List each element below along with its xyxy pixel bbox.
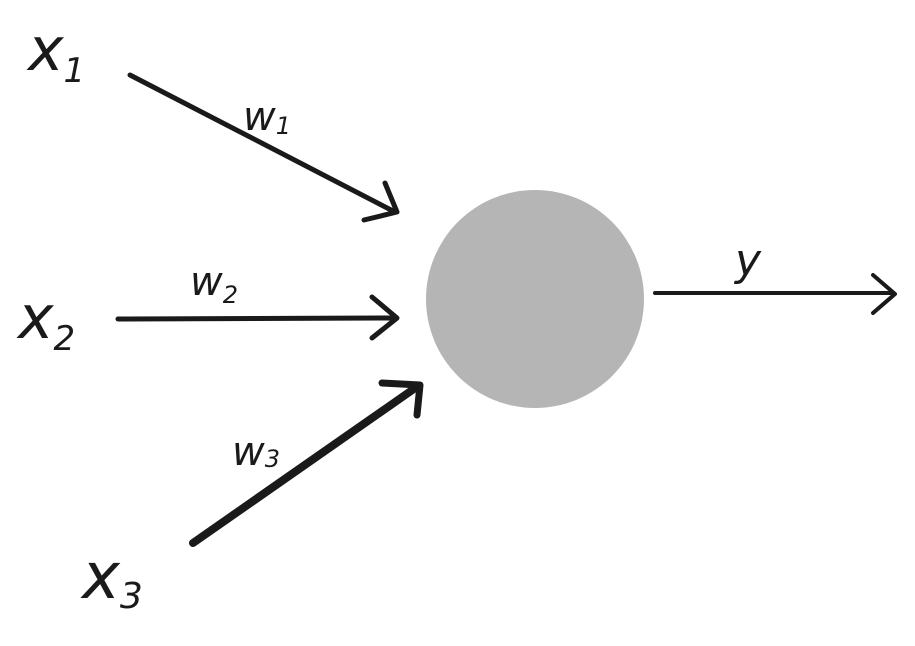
- input-label-x3: x3: [80, 540, 143, 617]
- neuron-node: [426, 190, 644, 408]
- input-arrow-2: [115, 294, 400, 341]
- input-label-x2: x2: [16, 283, 75, 359]
- output-arrow: [653, 273, 897, 315]
- input-arrow-3: [189, 379, 424, 547]
- weight-label-w3: w3: [232, 429, 280, 475]
- weight-label-w2: w2: [190, 259, 238, 309]
- weight-label-w1: w1: [243, 94, 291, 140]
- output-label-y: y: [733, 235, 762, 286]
- input-arrow-1: [127, 72, 400, 223]
- input-label-x1: x1: [26, 15, 85, 91]
